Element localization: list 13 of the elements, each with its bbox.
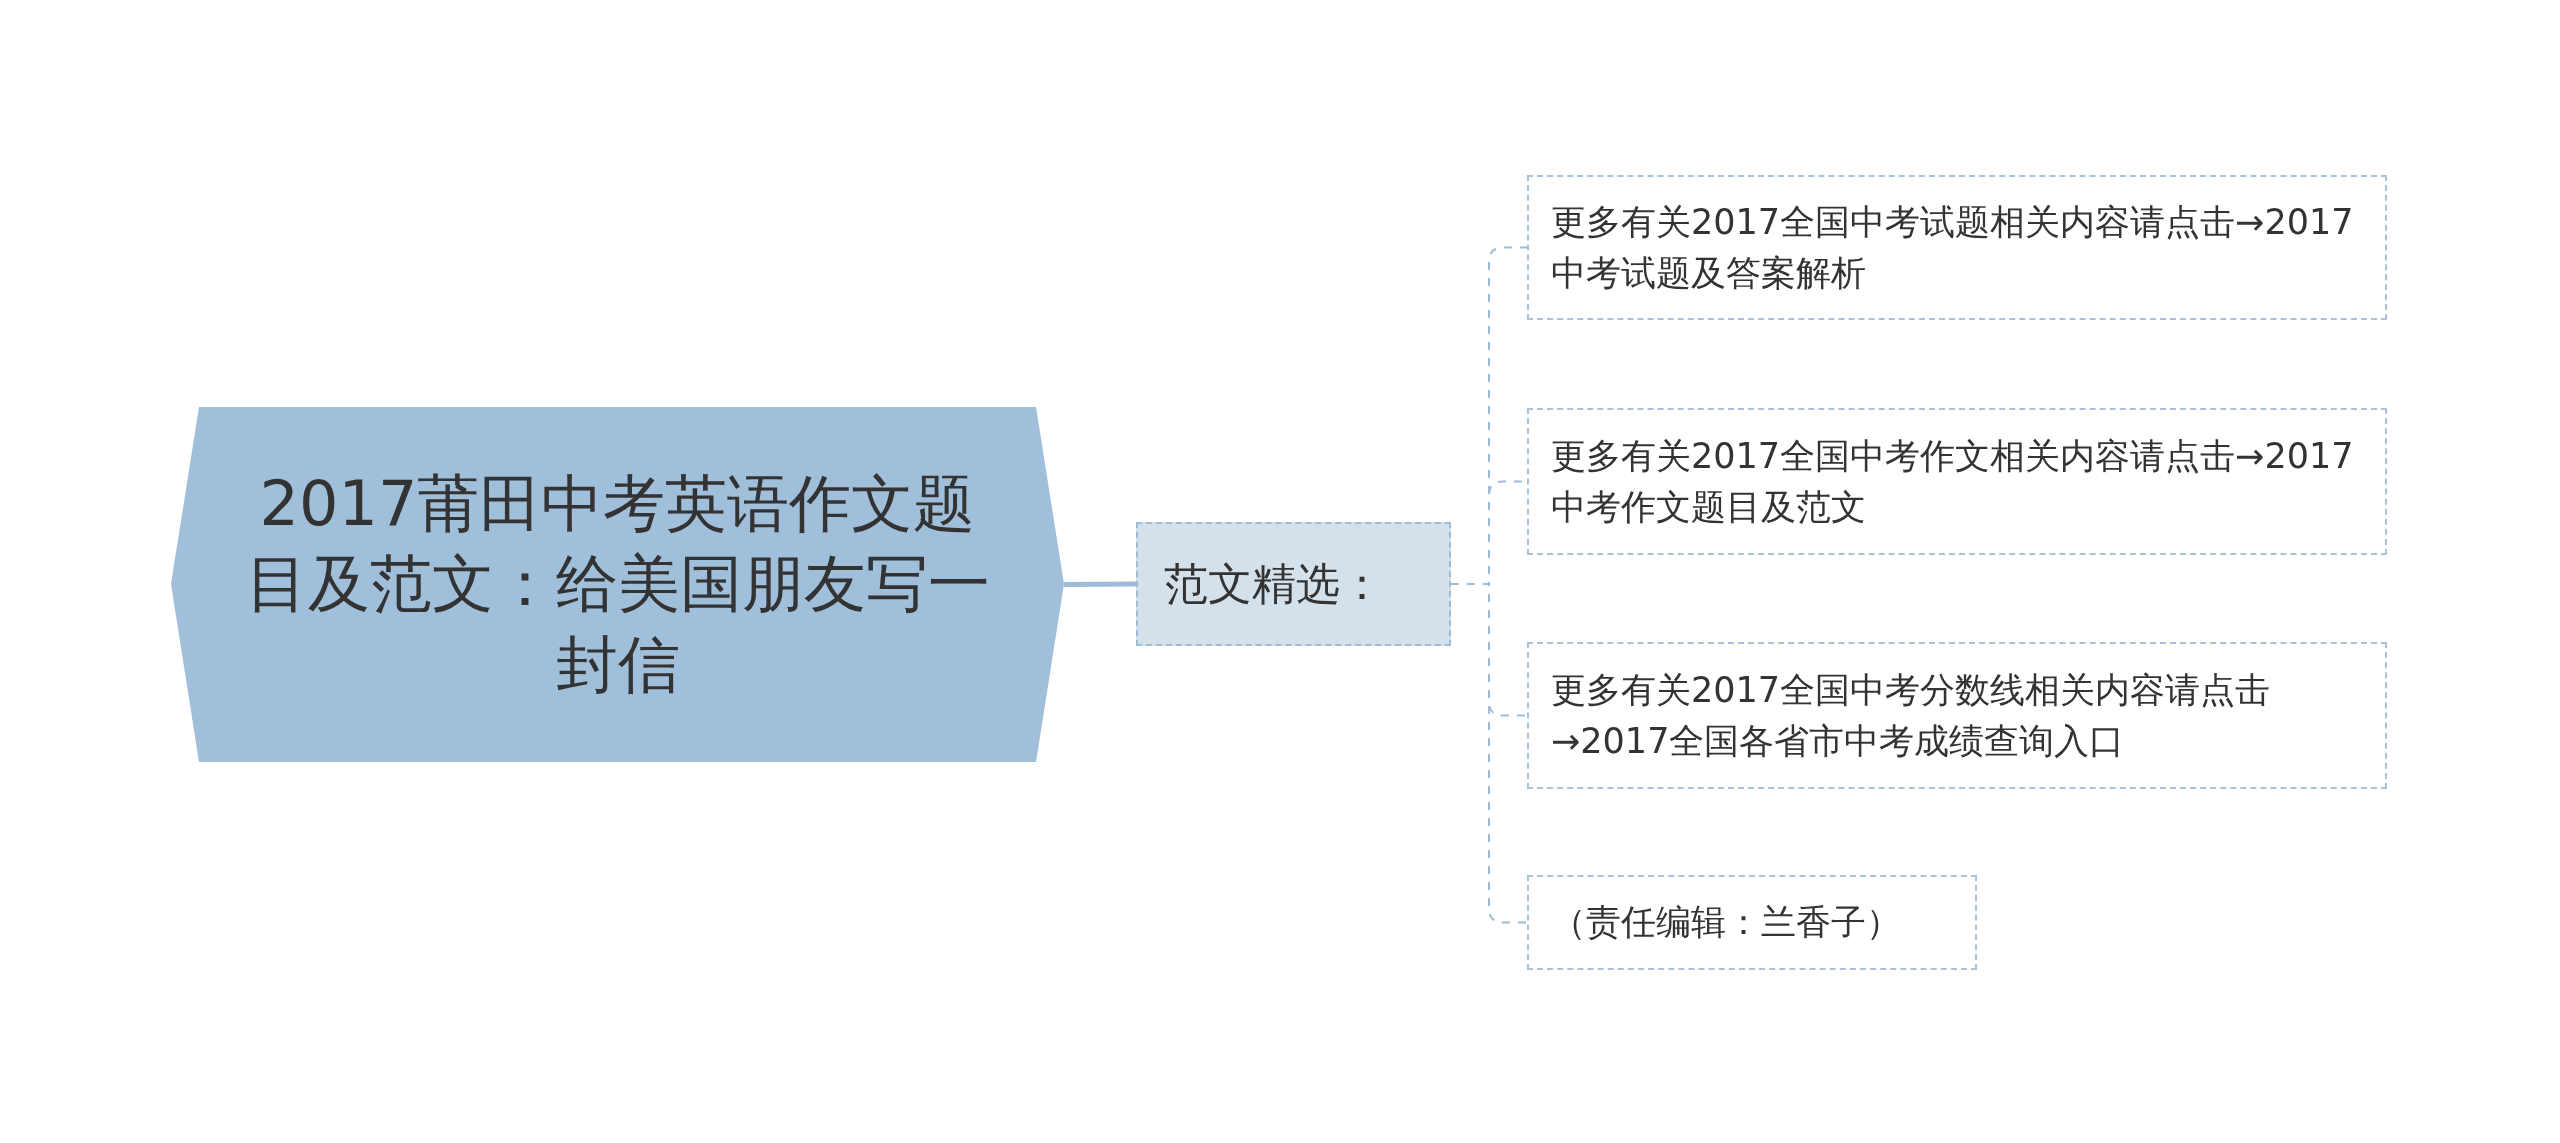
leaf-node xyxy=(1527,875,1977,970)
leaf-text: 更多有关2017全国中考分数线相关内容请点击→2017全国各省市中考成绩查询入口 xyxy=(1551,668,2272,763)
leaf-node xyxy=(1527,408,2387,555)
topic-title: 2017莆田中考英语作文题目及范文：给美国朋友写一封信 xyxy=(244,465,991,703)
leaf-text: （责任编辑：兰香子） xyxy=(1551,901,1901,945)
leaf-text: 更多有关2017全国中考作文相关内容请点击→2017中考作文题目及范文 xyxy=(1551,434,2355,529)
topic-hexagon xyxy=(171,407,1064,762)
connector-line xyxy=(1064,581,1136,587)
leaf-text: 更多有关2017全国中考试题相关内容请点击→2017中考试题及答案解析 xyxy=(1551,200,2355,295)
leaf-node xyxy=(1527,175,2387,320)
leaf-node xyxy=(1527,642,2387,789)
branch-label: 范文精选： xyxy=(1164,556,1384,611)
branch-node xyxy=(1136,522,1451,646)
